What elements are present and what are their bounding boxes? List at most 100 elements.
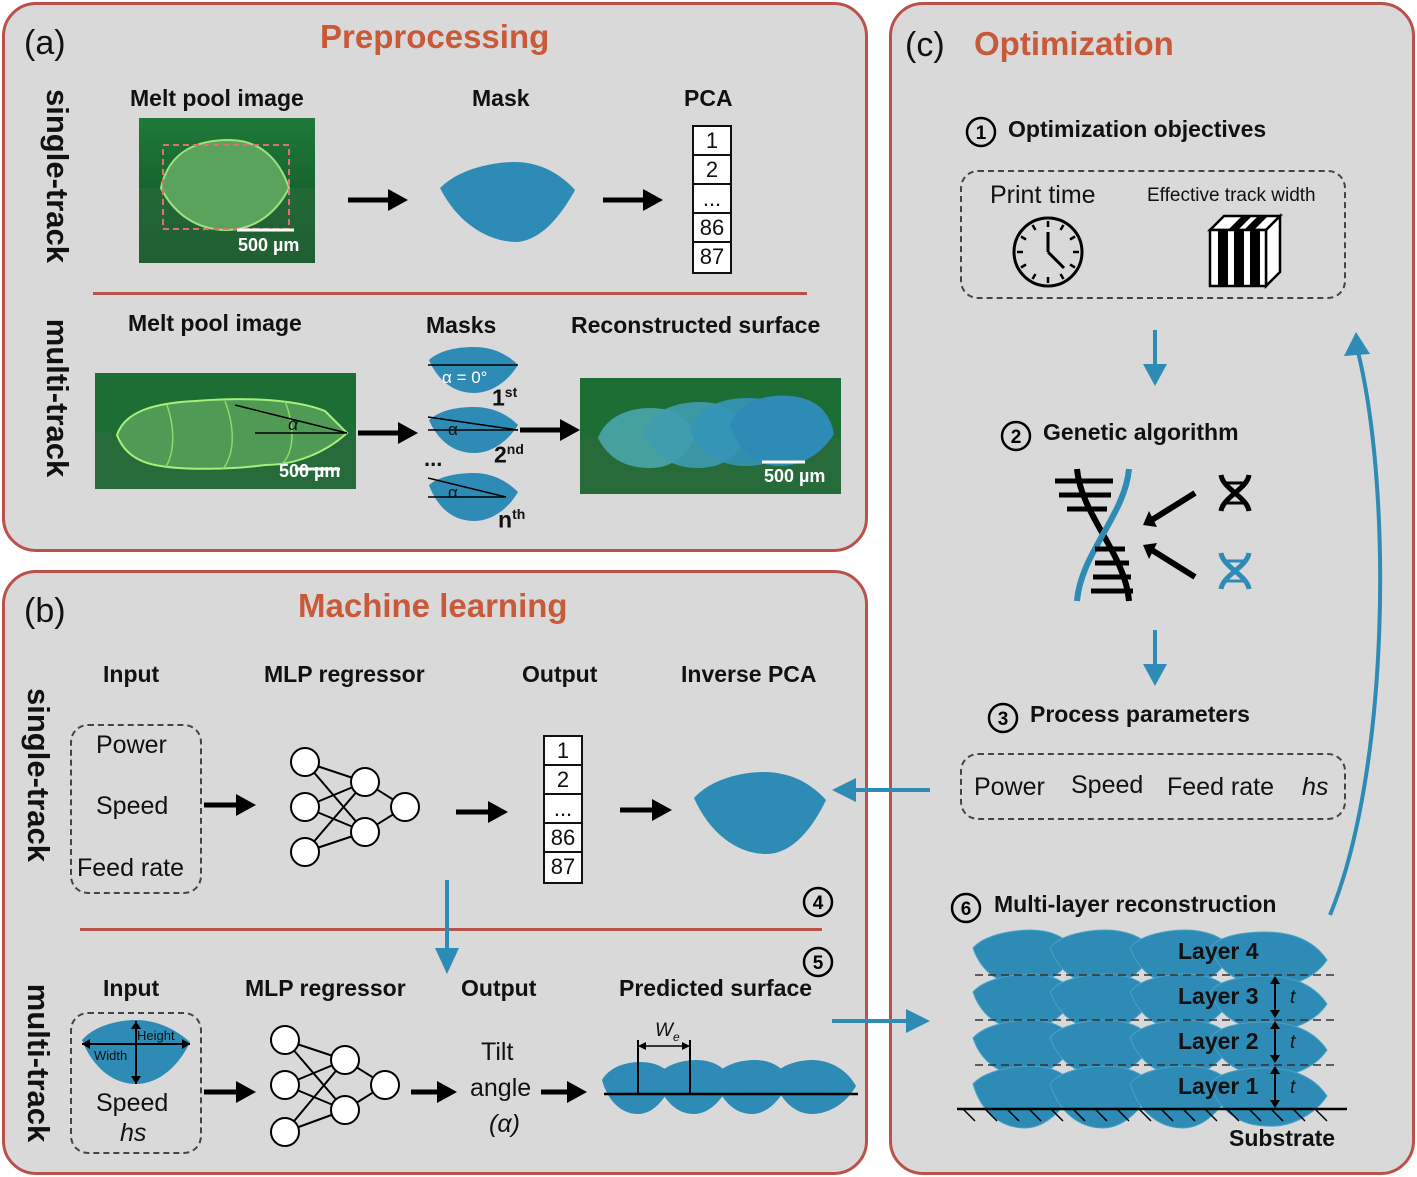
svg-text:6: 6 [961, 899, 972, 920]
svg-text:1: 1 [976, 123, 987, 144]
pca-cell: 2 [545, 766, 581, 795]
scale-bar-label-3: 500 µm [764, 466, 826, 486]
masks-header: Masks [426, 312, 497, 338]
pca-cell: 2 [694, 156, 730, 185]
masks-ellipsis: ... [424, 446, 443, 471]
step-2-title: Genetic algorithm [1043, 419, 1239, 445]
svg-text:2: 2 [1011, 427, 1022, 448]
predicted-surface-header: Predicted surface [619, 975, 813, 1001]
input-box-single [70, 724, 202, 894]
mlp-header-2: MLP regressor [245, 975, 406, 1001]
pca-cell: ... [545, 795, 581, 824]
track-width-label: Effective track width [1147, 185, 1316, 206]
melt-pool-image-header-2: Melt pool image [128, 310, 302, 336]
blue-arrow-down-icon [1143, 630, 1167, 686]
inverse-pca-header: Inverse PCA [681, 661, 817, 687]
pca-cell: 87 [550, 854, 576, 879]
melt-pool-image-single [139, 118, 315, 263]
blue-arrow-right-icon [832, 1009, 930, 1033]
panel-a-row2-label: multi-track [40, 318, 75, 478]
input-speed-2: Speed [96, 1089, 169, 1117]
param-feed-rate: Feed rate [1167, 773, 1275, 801]
layer-4-label: Layer 4 [1178, 938, 1259, 964]
mask-header: Mask [472, 85, 530, 111]
mask-shape-single [440, 162, 575, 242]
panel-b-row2-label: multi-track [21, 983, 56, 1143]
step-2-badge: 2 [1000, 420, 1032, 452]
multi-layer-reconstruction [957, 929, 1347, 1129]
second-label: 2nd [494, 441, 524, 468]
blue-curved-arrow-icon [1328, 332, 1383, 916]
svg-text:4: 4 [813, 893, 824, 914]
arrow-right-icon [348, 189, 408, 211]
scale-bar-label-1: 500 µm [238, 235, 300, 255]
step-5-badge: 5 [802, 946, 834, 978]
layer-3-label: Layer 3 [1178, 983, 1259, 1009]
step-1-badge: 1 [965, 116, 997, 148]
step-3-badge: 3 [987, 702, 1019, 734]
mlp-header: MLP regressor [264, 661, 425, 687]
param-power: Power [974, 773, 1045, 801]
alpha-label-mask3: α [448, 483, 458, 502]
first-label: 1st [492, 384, 518, 411]
step-4-badge: 4 [802, 886, 834, 918]
input-box-multi [70, 1012, 202, 1154]
height-label: Height [137, 1028, 175, 1043]
blue-arrow-down-icon [435, 880, 459, 974]
dna-icon [1055, 468, 1252, 602]
clock-icon [1012, 216, 1084, 288]
t-label-1: t [1290, 1077, 1296, 1098]
arrow-right-icon [204, 1081, 256, 1103]
pca-cell: 87 [699, 244, 725, 269]
width-label: Width [94, 1048, 128, 1063]
panel-c-label: (c) [905, 26, 945, 64]
scale-bar-label-2: 500 µm [279, 461, 341, 481]
inverse-pca-shape [694, 772, 826, 854]
panel-b-row1-label: single-track [21, 687, 56, 862]
pca-cell: 86 [545, 824, 581, 853]
panel-a-label: (a) [24, 24, 66, 62]
nth-label: nth [498, 506, 526, 533]
input-speed: Speed [96, 792, 169, 820]
arrow-right-icon [541, 1081, 587, 1103]
pca-cell: 86 [694, 214, 730, 243]
step-3-title: Process parameters [1030, 701, 1250, 727]
panel-b-title: Machine learning [298, 587, 568, 624]
step-6-badge: 6 [950, 892, 982, 924]
tilt-label-1: Tilt [481, 1038, 514, 1066]
svg-text:3: 3 [998, 709, 1009, 730]
svg-text:5: 5 [813, 953, 824, 974]
substrate-label: Substrate [1229, 1125, 1336, 1151]
input-power: Power [96, 731, 167, 759]
layer-1-label: Layer 1 [1178, 1073, 1259, 1099]
arrow-right-icon [456, 801, 508, 823]
masks-stack [427, 347, 519, 521]
param-hs: hs [1302, 773, 1329, 801]
panel-b-divider [80, 928, 822, 931]
panel-b-label: (b) [24, 592, 66, 630]
blue-arrow-left-icon [832, 778, 930, 802]
pca-vector-output: 1 2 ... 86 87 [543, 735, 583, 884]
objectives-box [960, 170, 1346, 299]
print-time-label: Print time [990, 181, 1096, 209]
param-speed: Speed [1071, 771, 1144, 799]
neural-network-icon [290, 747, 420, 867]
t-label-2: t [1290, 1032, 1296, 1053]
pca-cell: 1 [545, 737, 581, 766]
output-header-2: Output [461, 975, 537, 1001]
panel-a-divider [93, 292, 807, 295]
alpha-label-mask2: α [448, 420, 458, 439]
arrow-right-icon [358, 422, 418, 444]
input-header-2: Input [103, 975, 160, 1001]
output-header: Output [522, 661, 598, 687]
track-width-icon [1206, 212, 1284, 290]
input-feed-rate: Feed rate [77, 854, 185, 882]
pca-cell: ... [694, 185, 730, 214]
pca-cell: 1 [694, 127, 730, 156]
reconstructed-surface-header: Reconstructed surface [571, 312, 821, 338]
t-label-3: t [1290, 987, 1296, 1008]
tilt-label-3: (α) [489, 1110, 520, 1138]
neural-network-icon [270, 1025, 400, 1147]
pca-vector-single: 1 2 ... 86 87 [692, 125, 732, 274]
melt-pool-dimension-icon [82, 1020, 190, 1084]
